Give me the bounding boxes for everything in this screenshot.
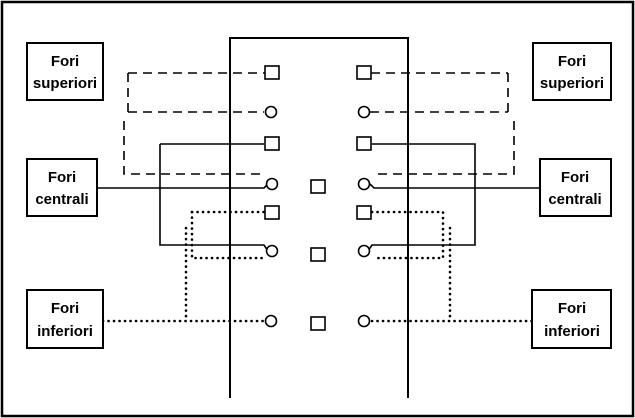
- label-bottom-left: Fori inferiori: [26, 289, 104, 349]
- label-mid-right-line2: centrali: [548, 191, 601, 208]
- label-bottom-right: Fori inferiori: [531, 289, 612, 349]
- label-top-right-line2: superiori: [540, 75, 604, 92]
- hole-square: [310, 316, 326, 331]
- holes: [264, 65, 372, 331]
- label-bottom-left-line1: Fori: [51, 300, 79, 317]
- hole-square: [264, 65, 280, 80]
- label-top-left-line1: Fori: [51, 53, 79, 70]
- hole-square: [356, 136, 372, 151]
- label-bottom-right-line1: Fori: [558, 300, 586, 317]
- wiring-bottom-holes: [101, 210, 534, 323]
- hole-square: [310, 247, 326, 262]
- label-mid-left-line2: centrali: [35, 191, 88, 208]
- label-top-right: Fori superiori: [532, 42, 612, 101]
- label-top-left: Fori superiori: [26, 42, 104, 101]
- label-mid-right-line1: Fori: [561, 169, 589, 186]
- label-top-left-line2: superiori: [33, 75, 97, 92]
- label-bottom-right-line2: inferiori: [544, 323, 600, 340]
- hole-square: [264, 205, 280, 220]
- label-mid-left-line1: Fori: [48, 169, 76, 186]
- hole-round: [357, 177, 371, 191]
- hole-round: [264, 314, 278, 328]
- central-panel: [229, 37, 409, 398]
- wiring-top-holes: [127, 72, 509, 113]
- hole-round: [357, 314, 371, 328]
- hole-square: [310, 179, 326, 194]
- hole-square: [264, 136, 280, 151]
- wiring-central-holes-solid: [97, 143, 540, 252]
- hole-round: [265, 177, 279, 191]
- hole-round: [357, 244, 371, 258]
- label-bottom-left-line2: inferiori: [37, 323, 93, 340]
- hole-round: [264, 105, 278, 119]
- hole-square: [356, 65, 372, 80]
- label-top-right-line1: Fori: [558, 53, 586, 70]
- label-mid-right: Fori centrali: [539, 158, 612, 217]
- hole-round: [265, 244, 279, 258]
- label-mid-left: Fori centrali: [26, 158, 98, 217]
- wiring-central-holes-dashed: [123, 121, 515, 175]
- hole-round: [357, 105, 371, 119]
- hole-square: [356, 205, 372, 220]
